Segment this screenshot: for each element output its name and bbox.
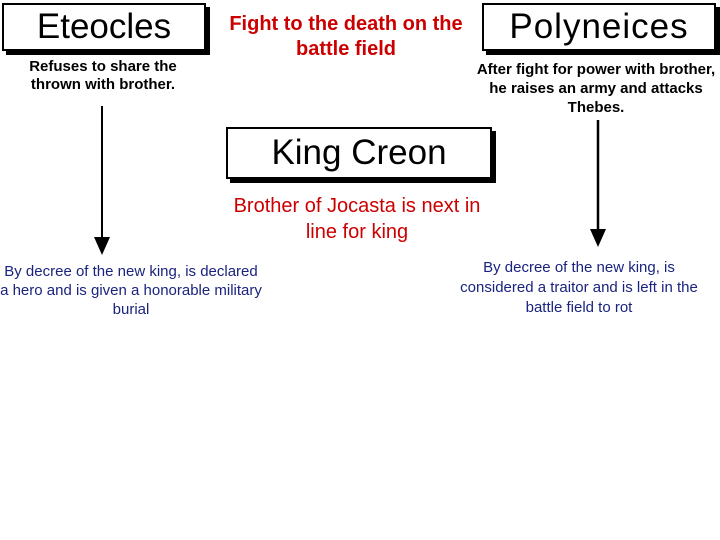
polyneices-title-box: Polyneices xyxy=(482,3,716,51)
eteocles-fate: By decree of the new king, is declared a… xyxy=(0,263,262,318)
polyneices-down-arrow xyxy=(590,120,606,247)
battle-event-text: Fight to the death on the battle field xyxy=(229,13,463,60)
king-creon-box: King Creon xyxy=(226,127,492,179)
eteocles-description: Refuses to share the thrown with brother… xyxy=(29,58,177,93)
king-creon-title: King Creon xyxy=(271,133,447,172)
eteocles-title-box: Eteocles xyxy=(2,3,206,51)
eteocles-down-arrow xyxy=(94,106,110,255)
polyneices-title: Polyneices xyxy=(509,7,689,46)
eteocles-title: Eteocles xyxy=(36,7,172,46)
polyneices-description: After fight for power with brother, he r… xyxy=(476,61,716,116)
polyneices-fate: By decree of the new king, is considered… xyxy=(460,259,698,316)
creon-description: Brother of Jocasta is next in line for k… xyxy=(233,195,481,243)
